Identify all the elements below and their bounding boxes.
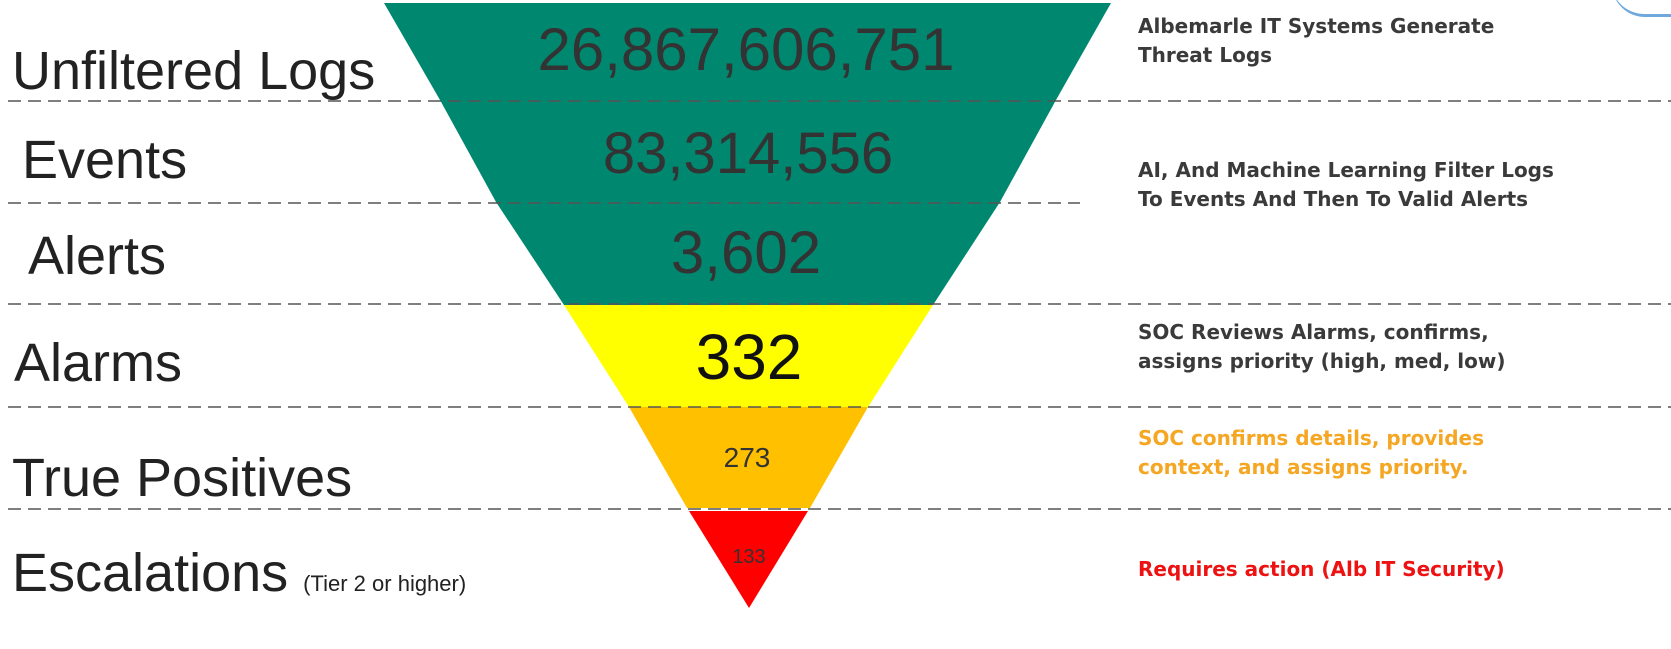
funnel-band-escalations bbox=[689, 511, 808, 608]
funnel-band-true-positives bbox=[629, 407, 868, 508]
stage-label-true-positives: True Positives bbox=[12, 448, 353, 508]
stage-label-events: Events bbox=[22, 130, 188, 190]
description-alarms: SOC Reviews Alarms, confirms, assigns pr… bbox=[1138, 320, 1506, 373]
funnel-band-alarms bbox=[564, 305, 933, 407]
funnel-band-events bbox=[440, 100, 1056, 202]
stage-value-escalations: 133 bbox=[732, 546, 766, 568]
description-escalations: Requires action (Alb IT Security) bbox=[1138, 557, 1505, 581]
stage-value-events: 83,314,556 bbox=[602, 121, 894, 186]
stage-sublabel-escalations: (Tier 2 or higher) bbox=[303, 571, 467, 596]
stage-value-alarms: 332 bbox=[695, 321, 803, 393]
funnel-band-unfiltered-logs bbox=[384, 3, 1111, 100]
stage-label-escalations: Escalations (Tier 2 or higher) bbox=[12, 543, 467, 603]
stage-label-alarms: Alarms bbox=[14, 333, 183, 393]
stage-label-unfiltered-logs: Unfiltered Logs bbox=[12, 41, 376, 101]
description-logs: Albemarle IT Systems Generate Threat Log… bbox=[1138, 14, 1495, 67]
logo-icon bbox=[1612, 0, 1671, 17]
stage-label-alerts: Alerts bbox=[28, 226, 167, 286]
stage-value-true-positives: 273 bbox=[723, 442, 771, 473]
description-events-alerts: AI, And Machine Learning Filter Logs To … bbox=[1138, 158, 1554, 211]
stage-value-alerts: 3,602 bbox=[670, 219, 822, 286]
description-true-positives: SOC confirms details, provides context, … bbox=[1138, 426, 1484, 479]
funnel-band-alerts bbox=[496, 202, 1000, 305]
stage-value-unfiltered-logs: 26,867,606,751 bbox=[537, 16, 955, 83]
